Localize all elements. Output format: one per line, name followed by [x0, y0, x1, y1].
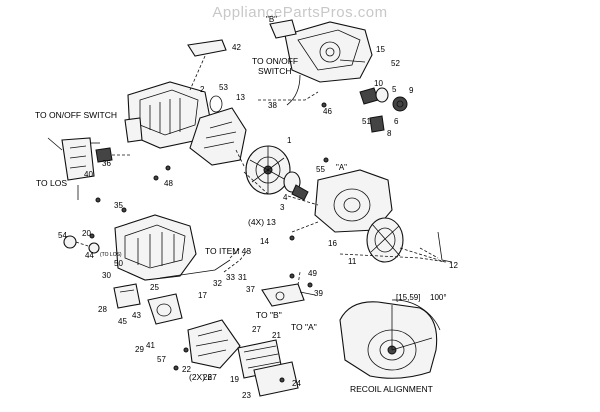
blower-housing-17: [314, 169, 393, 233]
part-number: 5: [392, 85, 397, 94]
part-number: 15: [376, 45, 385, 54]
carburetor-44: [147, 293, 183, 325]
to-on-off-switch-left: TO ON/OFF SWITCH: [35, 110, 117, 120]
part-number: 52: [391, 59, 400, 68]
leader-lines: [47, 74, 453, 286]
part-number: 23: [242, 391, 251, 400]
part-number: 3: [280, 203, 285, 212]
part-number: 32: [213, 279, 222, 288]
top-right-housing: [269, 19, 373, 83]
part-number: 20: [82, 229, 91, 238]
to-on-off-switch-top-2: SWITCH: [258, 66, 292, 76]
part-number: 36: [102, 159, 111, 168]
part-number: 2: [200, 85, 205, 94]
part-number: 22: [182, 365, 191, 374]
gasket-55: [209, 95, 223, 113]
part-number-labels: 1 2 3 4 5 6 8 9 10 11 12 13 14 15 16 17 …: [58, 43, 458, 400]
part-number: 12: [449, 261, 458, 270]
part-number: 49: [308, 269, 317, 278]
to-los-label: TO LOS: [36, 178, 67, 188]
engine-block-upper: [124, 81, 211, 149]
to-b-top-label: "B": [266, 15, 277, 24]
part-number: 21: [272, 331, 281, 340]
part-number: 57: [157, 355, 166, 364]
part-number: 9: [409, 86, 414, 95]
part-number: 33: [226, 273, 235, 282]
part-number: 17: [198, 291, 207, 300]
part-number: 38: [268, 101, 277, 110]
part-number: 30: [102, 271, 111, 280]
part-number: 43: [132, 311, 141, 320]
part-number: 48: [164, 179, 173, 188]
part-number: 10: [374, 79, 383, 88]
part-number: 27: [252, 325, 261, 334]
part-number: 11: [348, 257, 357, 266]
part-number: 16: [328, 239, 337, 248]
throttle-bracket-38: [261, 283, 316, 307]
switch-assembly: [359, 87, 408, 133]
part-number: 40: [84, 170, 93, 179]
angle-label: 100°: [430, 293, 447, 302]
part-number: 26: [203, 373, 212, 382]
part-number: 42: [232, 43, 241, 52]
to-item-43-label: TO ITEM 43: [205, 246, 251, 256]
primer-57-45: [63, 235, 100, 254]
part-number: 28: [98, 305, 107, 314]
part-number: 13: [236, 93, 245, 102]
air-filter-assembly: [187, 319, 299, 397]
ignition-switch-assembly: [61, 137, 130, 200]
part-number: 55: [316, 165, 325, 174]
part-number: 45: [118, 317, 127, 326]
flywheel-1: [245, 145, 291, 195]
to-b-label: TO "B": [256, 310, 282, 320]
part-number: 50: [114, 259, 123, 268]
part-number: 31: [238, 273, 247, 282]
bracket-43: [187, 39, 227, 91]
part-number: 4: [283, 193, 288, 202]
a-mark-label: "A": [336, 163, 347, 172]
part-number: 14: [260, 237, 269, 246]
part-number: 51: [362, 117, 371, 126]
part-number: 37: [246, 285, 255, 294]
muffler-guard-14: [189, 107, 247, 166]
part-number: 53: [219, 83, 228, 92]
qty-27-label: (2X) 27: [189, 372, 217, 382]
recoil-alignment-label: RECOIL ALIGNMENT: [350, 384, 433, 394]
part-number: 24: [292, 379, 301, 388]
part-number: 54: [58, 231, 67, 240]
to-a-label: TO "A": [291, 322, 317, 332]
small-note-label: (TO LOS): [100, 252, 122, 258]
part-number: 41: [146, 341, 155, 350]
part-number: 8: [387, 129, 392, 138]
fastener-marks: [89, 102, 329, 383]
recoil-starter-11: [366, 217, 446, 263]
intake-26-31: [113, 283, 141, 309]
part-number: 19: [230, 375, 239, 384]
part-number: 44: [85, 251, 94, 260]
part-number: 39: [314, 289, 323, 298]
qty-13-label: (4X) 13: [248, 217, 276, 227]
engine-block-lower: [114, 214, 197, 281]
recoil-alignment-inset: [339, 299, 441, 379]
fan-12: [283, 171, 309, 201]
linkage-19-33: [159, 247, 241, 279]
to-on-off-switch-top-1: TO ON/OFF: [252, 56, 298, 66]
part-number: 46: [323, 107, 332, 116]
part-number: 29: [135, 345, 144, 354]
part-number: 1: [287, 136, 292, 145]
part-number: 25: [150, 283, 159, 292]
part-number: 35: [114, 201, 123, 210]
bracket-label: [15,59]: [396, 293, 420, 302]
part-number: 6: [394, 117, 399, 126]
watermark: AppliancePartsPros.com: [212, 4, 388, 21]
